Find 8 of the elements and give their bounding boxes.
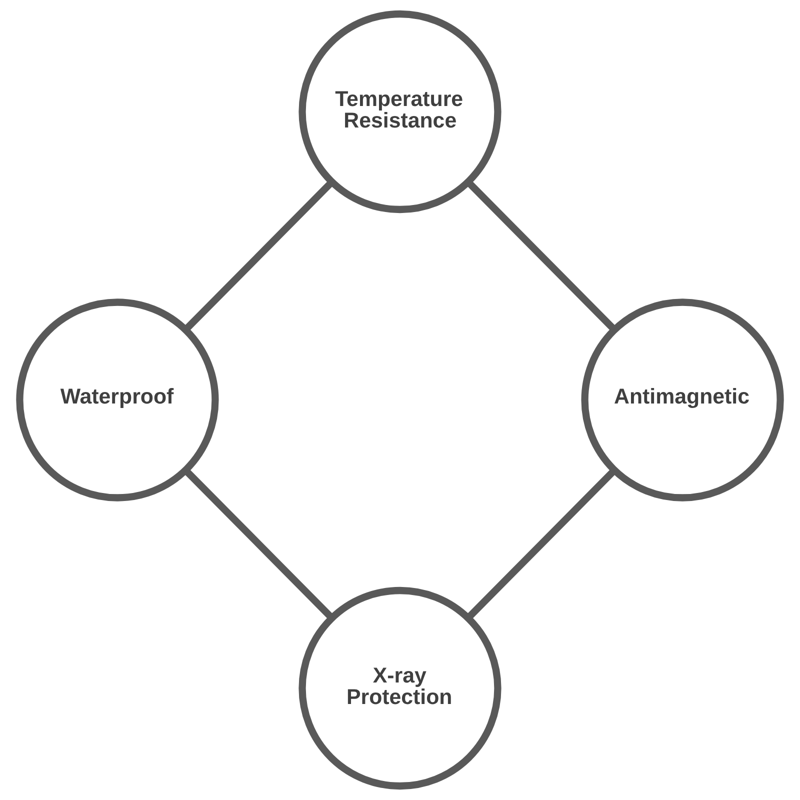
node-circle: Temperature Resistance	[298, 10, 502, 214]
connector	[466, 468, 617, 620]
node-circle: X-ray Protection	[298, 586, 502, 790]
node-circle: Antimagnetic	[581, 298, 784, 502]
connector	[183, 468, 334, 620]
node-circle: Waterproof	[16, 298, 219, 502]
connector	[183, 180, 334, 332]
connector	[466, 180, 617, 332]
